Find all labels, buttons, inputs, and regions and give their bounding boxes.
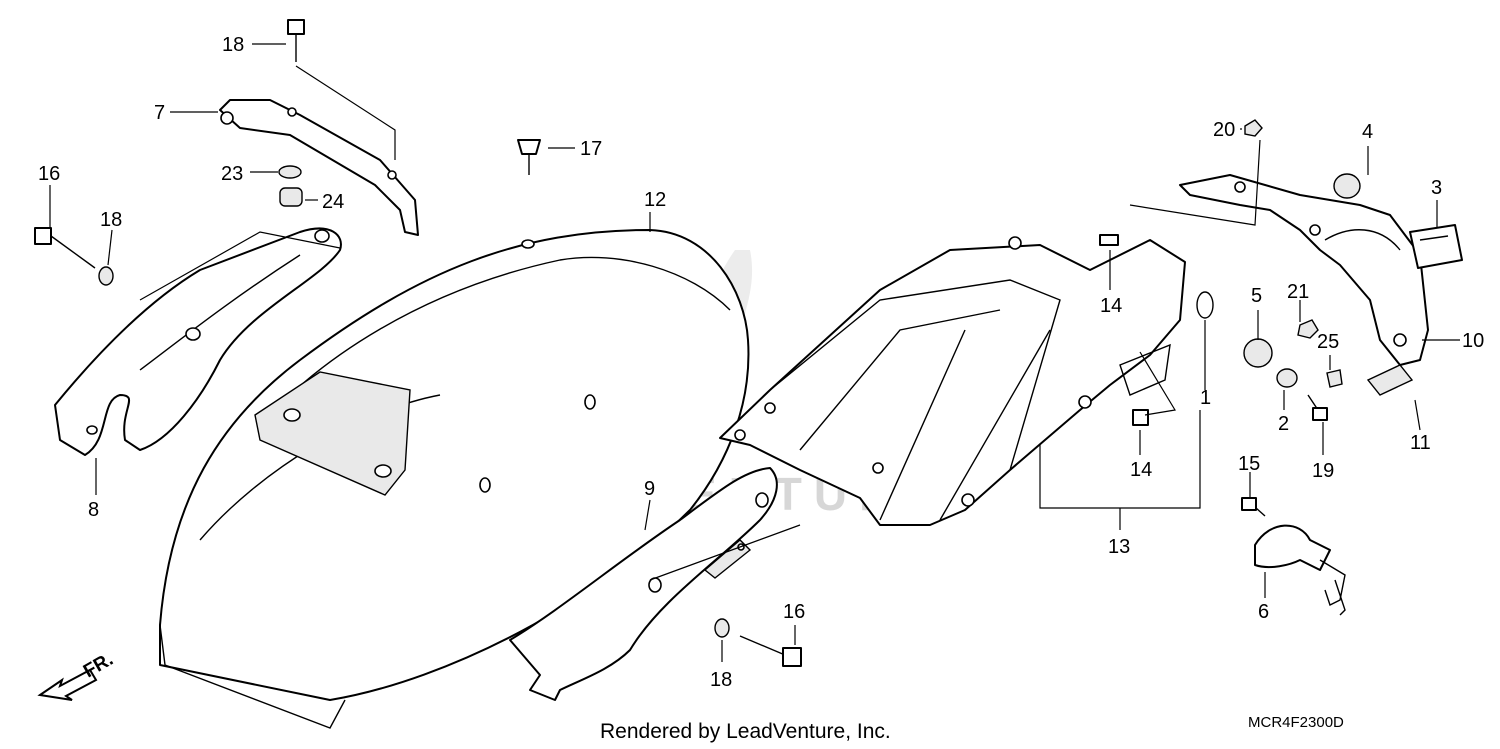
grommet-4[interactable] (1333, 173, 1361, 199)
callout-20: 20 (1213, 119, 1235, 141)
rubber-plate[interactable] (1409, 224, 1463, 269)
callout-17: 17 (580, 138, 602, 160)
washer-18-left[interactable] (98, 266, 114, 286)
callout-16-right: 16 (783, 601, 805, 623)
callout-14-upper: 14 (1100, 295, 1122, 317)
callout-2: 2 (1278, 413, 1289, 435)
callout-labels: 18 7 23 24 17 16 18 8 12 9 18 16 14 14 1… (38, 34, 1484, 691)
bolt-19[interactable] (1307, 394, 1328, 421)
nut-21[interactable] (1297, 319, 1319, 339)
callout-19: 19 (1312, 460, 1334, 482)
bolt-15[interactable] (1241, 497, 1266, 517)
rear-bracket-plate[interactable] (1179, 174, 1429, 366)
o-ring-1[interactable] (1196, 291, 1214, 319)
grommet-5[interactable] (1243, 338, 1273, 368)
bolt-16-right[interactable] (739, 635, 802, 667)
callout-3: 3 (1431, 177, 1442, 199)
callout-1: 1 (1200, 387, 1211, 409)
washer-18-right[interactable] (714, 618, 730, 638)
callout-6: 6 (1258, 601, 1269, 623)
callout-12: 12 (644, 189, 666, 211)
right-grab-rail[interactable] (509, 467, 778, 701)
callout-13: 13 (1108, 536, 1130, 558)
callout-24: 24 (322, 191, 344, 213)
callout-22: 18 (222, 34, 244, 56)
callout-14-lower: 14 (1130, 459, 1152, 481)
callout-10: 10 (1462, 330, 1484, 352)
bolt-22[interactable] (287, 19, 305, 62)
callout-16-left: 16 (38, 163, 60, 185)
callout-21: 21 (1287, 281, 1309, 303)
bolt-14-lower[interactable] (1132, 409, 1149, 426)
rendered-by-text: Rendered by LeadVenture, Inc. (600, 720, 891, 743)
leader-lines (49, 43, 1460, 662)
upper-bracket[interactable] (219, 99, 419, 236)
callout-15: 15 (1238, 453, 1260, 475)
nut-20[interactable] (1244, 119, 1263, 137)
fender-inner-assembly[interactable] (719, 236, 1186, 526)
rubber-damper[interactable] (1366, 364, 1414, 396)
callout-8: 8 (88, 499, 99, 521)
callout-18-left: 18 (100, 209, 122, 231)
collar-24[interactable] (279, 187, 303, 207)
callout-5: 5 (1251, 285, 1262, 307)
callout-18-right: 18 (710, 669, 732, 691)
callout-9: 9 (644, 478, 655, 500)
callout-4: 4 (1362, 121, 1373, 143)
bolt-17[interactable] (517, 139, 541, 175)
bolt-16-left[interactable] (34, 227, 96, 269)
collar-2[interactable] (1276, 368, 1298, 388)
callout-11: 11 (1410, 432, 1431, 454)
callout-23: 23 (221, 163, 243, 185)
nut-23[interactable] (278, 165, 302, 179)
front-direction-arrow: FR. (37, 649, 117, 701)
left-grab-rail[interactable] (54, 227, 342, 456)
callout-25: 25 (1317, 331, 1339, 353)
diagram-code: MCR4F2300D (1248, 714, 1344, 731)
bolt-14-upper[interactable] (1099, 234, 1119, 246)
nut-25[interactable] (1326, 369, 1343, 388)
key-lock[interactable] (1254, 524, 1346, 616)
callout-7: 7 (154, 102, 165, 124)
